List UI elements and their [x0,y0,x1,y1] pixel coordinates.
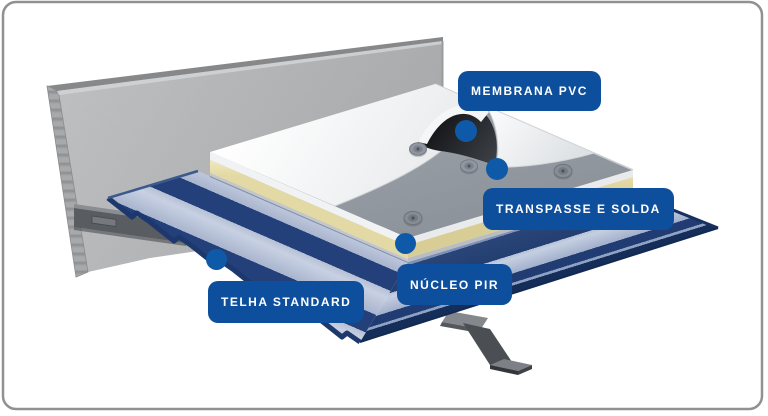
fastener-plate [553,163,573,180]
support-purlin [440,311,532,375]
transpasse-e-solda-marker [486,158,508,180]
membrane-curl-top [418,104,489,144]
board-edge-left [210,152,408,246]
fastener-plate [403,210,423,227]
pir-foam-left-face [210,160,408,259]
sheet-front-bands [360,194,718,342]
label-nucleo-pir: NÚCLEO PIR [397,264,513,305]
label-membrana-pvc: MEMBRANA PVC [458,71,601,111]
fastener-plate [409,142,427,158]
telha-standard-marker [206,249,227,270]
label-transpasse-e-solda: TRANSPASSE E SOLDA [483,188,674,230]
wall-top-edge [47,37,443,91]
nucleo-pir-marker [395,233,416,254]
membrana-pvc-marker [455,120,477,142]
label-telha-standard: TELHA STANDARD [208,281,365,323]
membrane-main [210,84,478,206]
fastener-plates [403,142,573,227]
fastener-plate [460,159,478,175]
